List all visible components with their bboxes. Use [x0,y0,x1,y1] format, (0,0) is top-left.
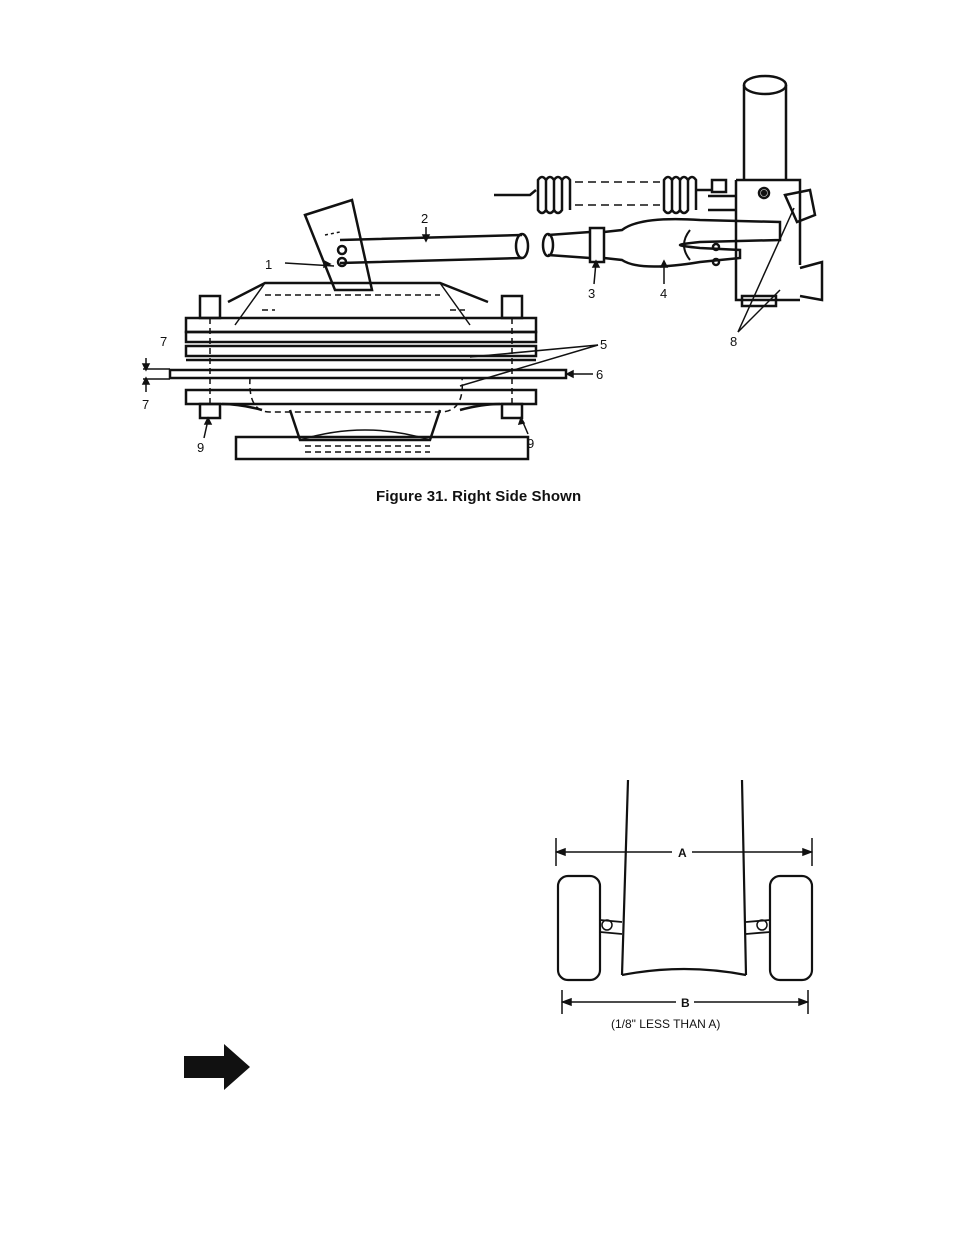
callout-8: 8 [730,334,737,349]
callout-1: 1 [265,257,272,272]
callout-7-top: 7 [160,334,167,349]
dimension-a-label: A [678,846,687,860]
pitman-arm [305,200,372,290]
drag-link-rod [340,234,528,263]
steering-column [744,76,786,180]
figure-31-drawing: 1 2 3 4 5 6 7 7 8 9 9 [140,70,830,510]
callout-3: 3 [588,286,595,301]
tractor-frame [622,780,746,975]
callout-9-right: 9 [527,436,534,451]
toe-in-diagram: A B (1/8" LESS THAN A) [548,775,818,1037]
callout-4: 4 [660,286,667,301]
callout-6: 6 [596,367,603,382]
dimension-b-note: (1/8" LESS THAN A) [611,1017,720,1031]
right-arrow-icon [184,1044,250,1090]
right-wheel [746,876,812,980]
callout-5: 5 [600,337,607,352]
callout-2: 2 [421,211,428,226]
figure-caption: Figure 31. Right Side Shown [376,488,581,505]
spring [494,177,726,213]
left-wheel [558,876,622,980]
steering-bracket [708,180,822,306]
dimension-b-label: B [681,996,690,1010]
callout-7-bottom: 7 [142,397,149,412]
callout-9-left: 9 [197,440,204,455]
axle-assembly [170,283,566,459]
tie-rod-clevis [543,219,780,266]
